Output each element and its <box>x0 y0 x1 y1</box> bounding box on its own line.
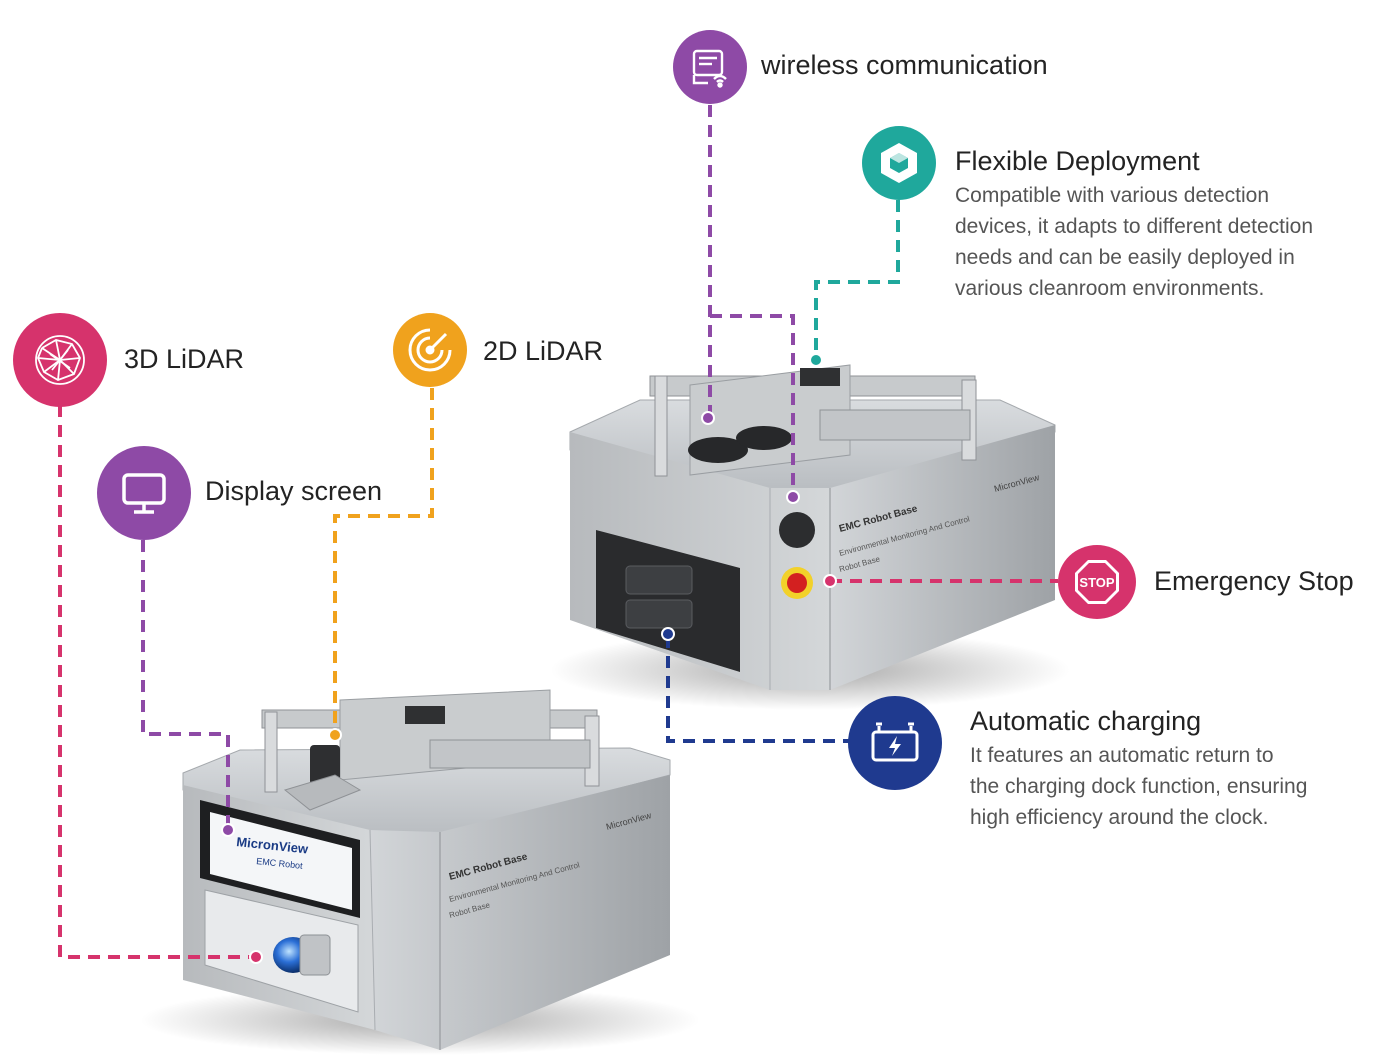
flexible-endpoint <box>809 353 823 367</box>
lidar3d-title: 3D LiDAR <box>124 344 245 374</box>
flexible-connector <box>814 200 900 358</box>
charging-desc-line: It features an automatic return to <box>970 744 1274 767</box>
estop-endpoint <box>823 574 837 588</box>
wireless-endpoint <box>701 411 715 425</box>
wireless-doc-icon <box>692 49 727 88</box>
battery-icon <box>871 722 919 762</box>
flexible-description: Compatible with various detection device… <box>955 180 1313 304</box>
lidar3d-connector <box>58 405 254 959</box>
globe-mesh-icon <box>35 335 85 385</box>
robot-back: EMC Robot Base Environmental Monitoring … <box>550 364 1070 710</box>
stop-sign-icon: STOP <box>1075 560 1119 604</box>
charging-desc-line: the charging dock function, ensuring <box>970 775 1308 798</box>
wireless-title: wireless communication <box>761 50 1048 80</box>
wireless-icon-circle <box>673 30 747 104</box>
flexible-desc-line: various cleanroom environments. <box>955 277 1265 300</box>
flexible-icon-circle <box>862 126 936 200</box>
flexible-desc-line: Compatible with various detection <box>955 184 1269 207</box>
lidar2d-title: 2D LiDAR <box>483 336 604 366</box>
lidar3d-icon-circle <box>13 313 107 407</box>
charging-endpoint <box>661 627 675 641</box>
display-icon-circle <box>97 446 191 540</box>
flexible-title: Flexible Deployment <box>955 146 1200 176</box>
charging-description: It features an automatic return to the c… <box>970 740 1307 833</box>
screen-subbrand: EMC Robot <box>256 856 304 871</box>
estop-icon-circle: STOP <box>1058 545 1136 619</box>
charging-desc-line: high efficiency around the clock. <box>970 806 1269 829</box>
lidar2d-endpoint <box>328 728 342 742</box>
flexible-desc-line: devices, it adapts to different detectio… <box>955 215 1314 238</box>
lidar2d-connector <box>333 388 434 734</box>
charging-connector <box>666 636 850 743</box>
wireless-endpoint-2 <box>786 490 800 504</box>
lidar3d-endpoint <box>249 950 263 964</box>
display-title: Display screen <box>205 476 383 506</box>
charging-icon-circle <box>848 696 942 790</box>
monitor-icon <box>122 473 166 514</box>
charging-title: Automatic charging <box>970 706 1202 736</box>
stop-sign-text: STOP <box>1079 575 1114 590</box>
display-connector <box>141 540 230 828</box>
wireless-connector-2 <box>710 314 795 495</box>
display-endpoint <box>221 823 235 837</box>
hexagon-icon <box>881 143 917 183</box>
lidar2d-icon-circle <box>393 313 467 387</box>
radar-icon <box>408 328 452 372</box>
robot-front: MicronView EMC Robot EMC Robot Base Envi… <box>140 689 700 1055</box>
flexible-desc-line: needs and can be easily deployed in <box>955 246 1295 269</box>
estop-title: Emergency Stop <box>1154 566 1354 596</box>
